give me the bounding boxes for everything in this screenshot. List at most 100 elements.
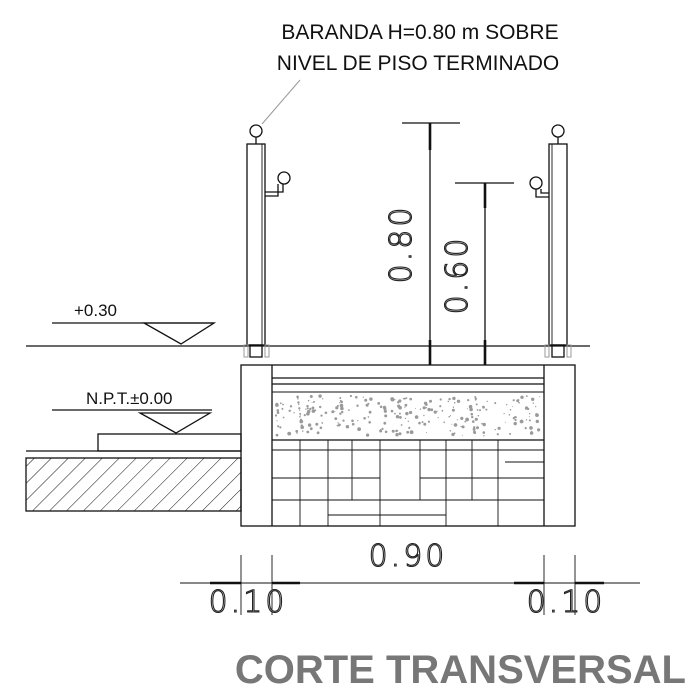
- concrete-speck: [334, 411, 336, 413]
- concrete-speck: [324, 411, 328, 415]
- concrete-speck: [453, 423, 458, 427]
- concrete-speck: [423, 414, 425, 417]
- concrete-speck: [513, 421, 517, 426]
- concrete-speck: [528, 413, 531, 415]
- concrete-speck: [307, 423, 312, 427]
- concrete-speck: [469, 407, 473, 412]
- concrete-speck: [319, 426, 323, 430]
- concrete-speck: [390, 409, 394, 413]
- concrete-speck: [409, 430, 414, 435]
- concrete-speck: [465, 417, 469, 422]
- concrete-speck: [276, 420, 278, 422]
- concrete-speck: [520, 395, 524, 399]
- concrete-speck: [460, 426, 462, 428]
- concrete-speck: [398, 432, 402, 436]
- concrete-speck: [307, 399, 310, 402]
- concrete-speck: [474, 417, 478, 421]
- concrete-speck: [397, 430, 399, 432]
- concrete-speck: [481, 422, 483, 425]
- concrete-speck: [477, 414, 480, 417]
- concrete-speck: [443, 421, 446, 424]
- concrete-speck: [514, 418, 517, 422]
- concrete-speck: [364, 398, 368, 402]
- concrete-speck: [448, 397, 451, 401]
- concrete-speck: [479, 409, 481, 412]
- concrete-speck: [524, 406, 529, 410]
- concrete-speck: [427, 420, 430, 423]
- concrete-speck: [456, 399, 461, 403]
- concrete-speck: [449, 415, 452, 417]
- concrete-speck: [406, 430, 410, 434]
- level-label-upper: +0.30: [74, 301, 117, 320]
- concrete-speck: [485, 408, 488, 411]
- concrete-speck: [319, 405, 322, 409]
- concrete-speck: [275, 433, 279, 437]
- concrete-speck: [309, 407, 312, 411]
- concrete-speck: [441, 409, 444, 412]
- concrete-speck: [537, 428, 541, 432]
- railing-note-line2: NIVEL DE PISO TERMINADO: [277, 52, 559, 75]
- concrete-speck: [383, 406, 387, 411]
- concrete-speck: [503, 413, 505, 415]
- concrete-speck: [357, 427, 361, 431]
- concrete-speck: [293, 412, 295, 414]
- concrete-speck: [448, 415, 451, 418]
- concrete-speck: [299, 412, 302, 415]
- concrete-speck: [288, 409, 291, 412]
- concrete-speck: [368, 410, 372, 414]
- concrete-speck: [334, 417, 338, 420]
- concrete-speck: [525, 395, 528, 397]
- concrete-speck: [279, 402, 282, 405]
- concrete-fill: [274, 394, 541, 437]
- concrete-speck: [494, 402, 497, 405]
- concrete-speck: [287, 431, 292, 436]
- concrete-speck: [339, 402, 341, 404]
- concrete-speck: [535, 413, 539, 417]
- concrete-speck: [339, 412, 342, 415]
- concrete-speck: [404, 403, 408, 407]
- concrete-speck: [296, 395, 299, 399]
- concrete-speck: [529, 426, 533, 430]
- concrete-speck: [314, 409, 317, 412]
- dim-label-main-width: 0.90: [369, 539, 448, 574]
- concrete-speck: [331, 410, 335, 414]
- concrete-speck: [423, 401, 428, 405]
- concrete-speck: [531, 397, 535, 401]
- concrete-speck: [340, 406, 344, 411]
- ground-terrain: [25, 433, 242, 512]
- concrete-speck: [306, 430, 310, 434]
- concrete-speck: [336, 424, 339, 427]
- level-marker-floor: N.P.T.±0.00: [52, 389, 213, 434]
- concrete-speck: [439, 398, 442, 401]
- concrete-speck: [367, 416, 370, 418]
- concrete-speck: [528, 416, 530, 418]
- dimension-vertical-railing: 0.80: [383, 122, 460, 365]
- concrete-speck: [427, 407, 431, 412]
- concrete-speck: [296, 432, 298, 434]
- concrete-speck: [369, 397, 373, 401]
- concrete-speck: [419, 408, 422, 410]
- concrete-speck: [345, 425, 350, 429]
- concrete-speck: [473, 426, 476, 429]
- concrete-speck: [276, 411, 280, 415]
- concrete-speck: [303, 414, 306, 417]
- concrete-speck: [494, 429, 496, 431]
- concrete-speck: [394, 412, 396, 415]
- concrete-speck: [367, 402, 370, 405]
- concrete-speck: [405, 397, 408, 399]
- concrete-speck: [466, 408, 468, 410]
- concrete-speck: [512, 399, 515, 402]
- concrete-speck: [405, 412, 409, 416]
- concrete-speck: [422, 406, 426, 410]
- concrete-speck: [399, 416, 402, 419]
- concrete-speck: [398, 412, 401, 415]
- concrete-speck: [313, 400, 315, 403]
- concrete-speck: [461, 434, 463, 436]
- concrete-speck: [472, 420, 475, 423]
- concrete-speck: [452, 406, 455, 408]
- concrete-speck: [336, 404, 339, 407]
- concrete-speck: [316, 431, 320, 435]
- concrete-speck: [377, 402, 381, 405]
- concrete-speck: [339, 397, 342, 399]
- concrete-speck: [289, 405, 293, 408]
